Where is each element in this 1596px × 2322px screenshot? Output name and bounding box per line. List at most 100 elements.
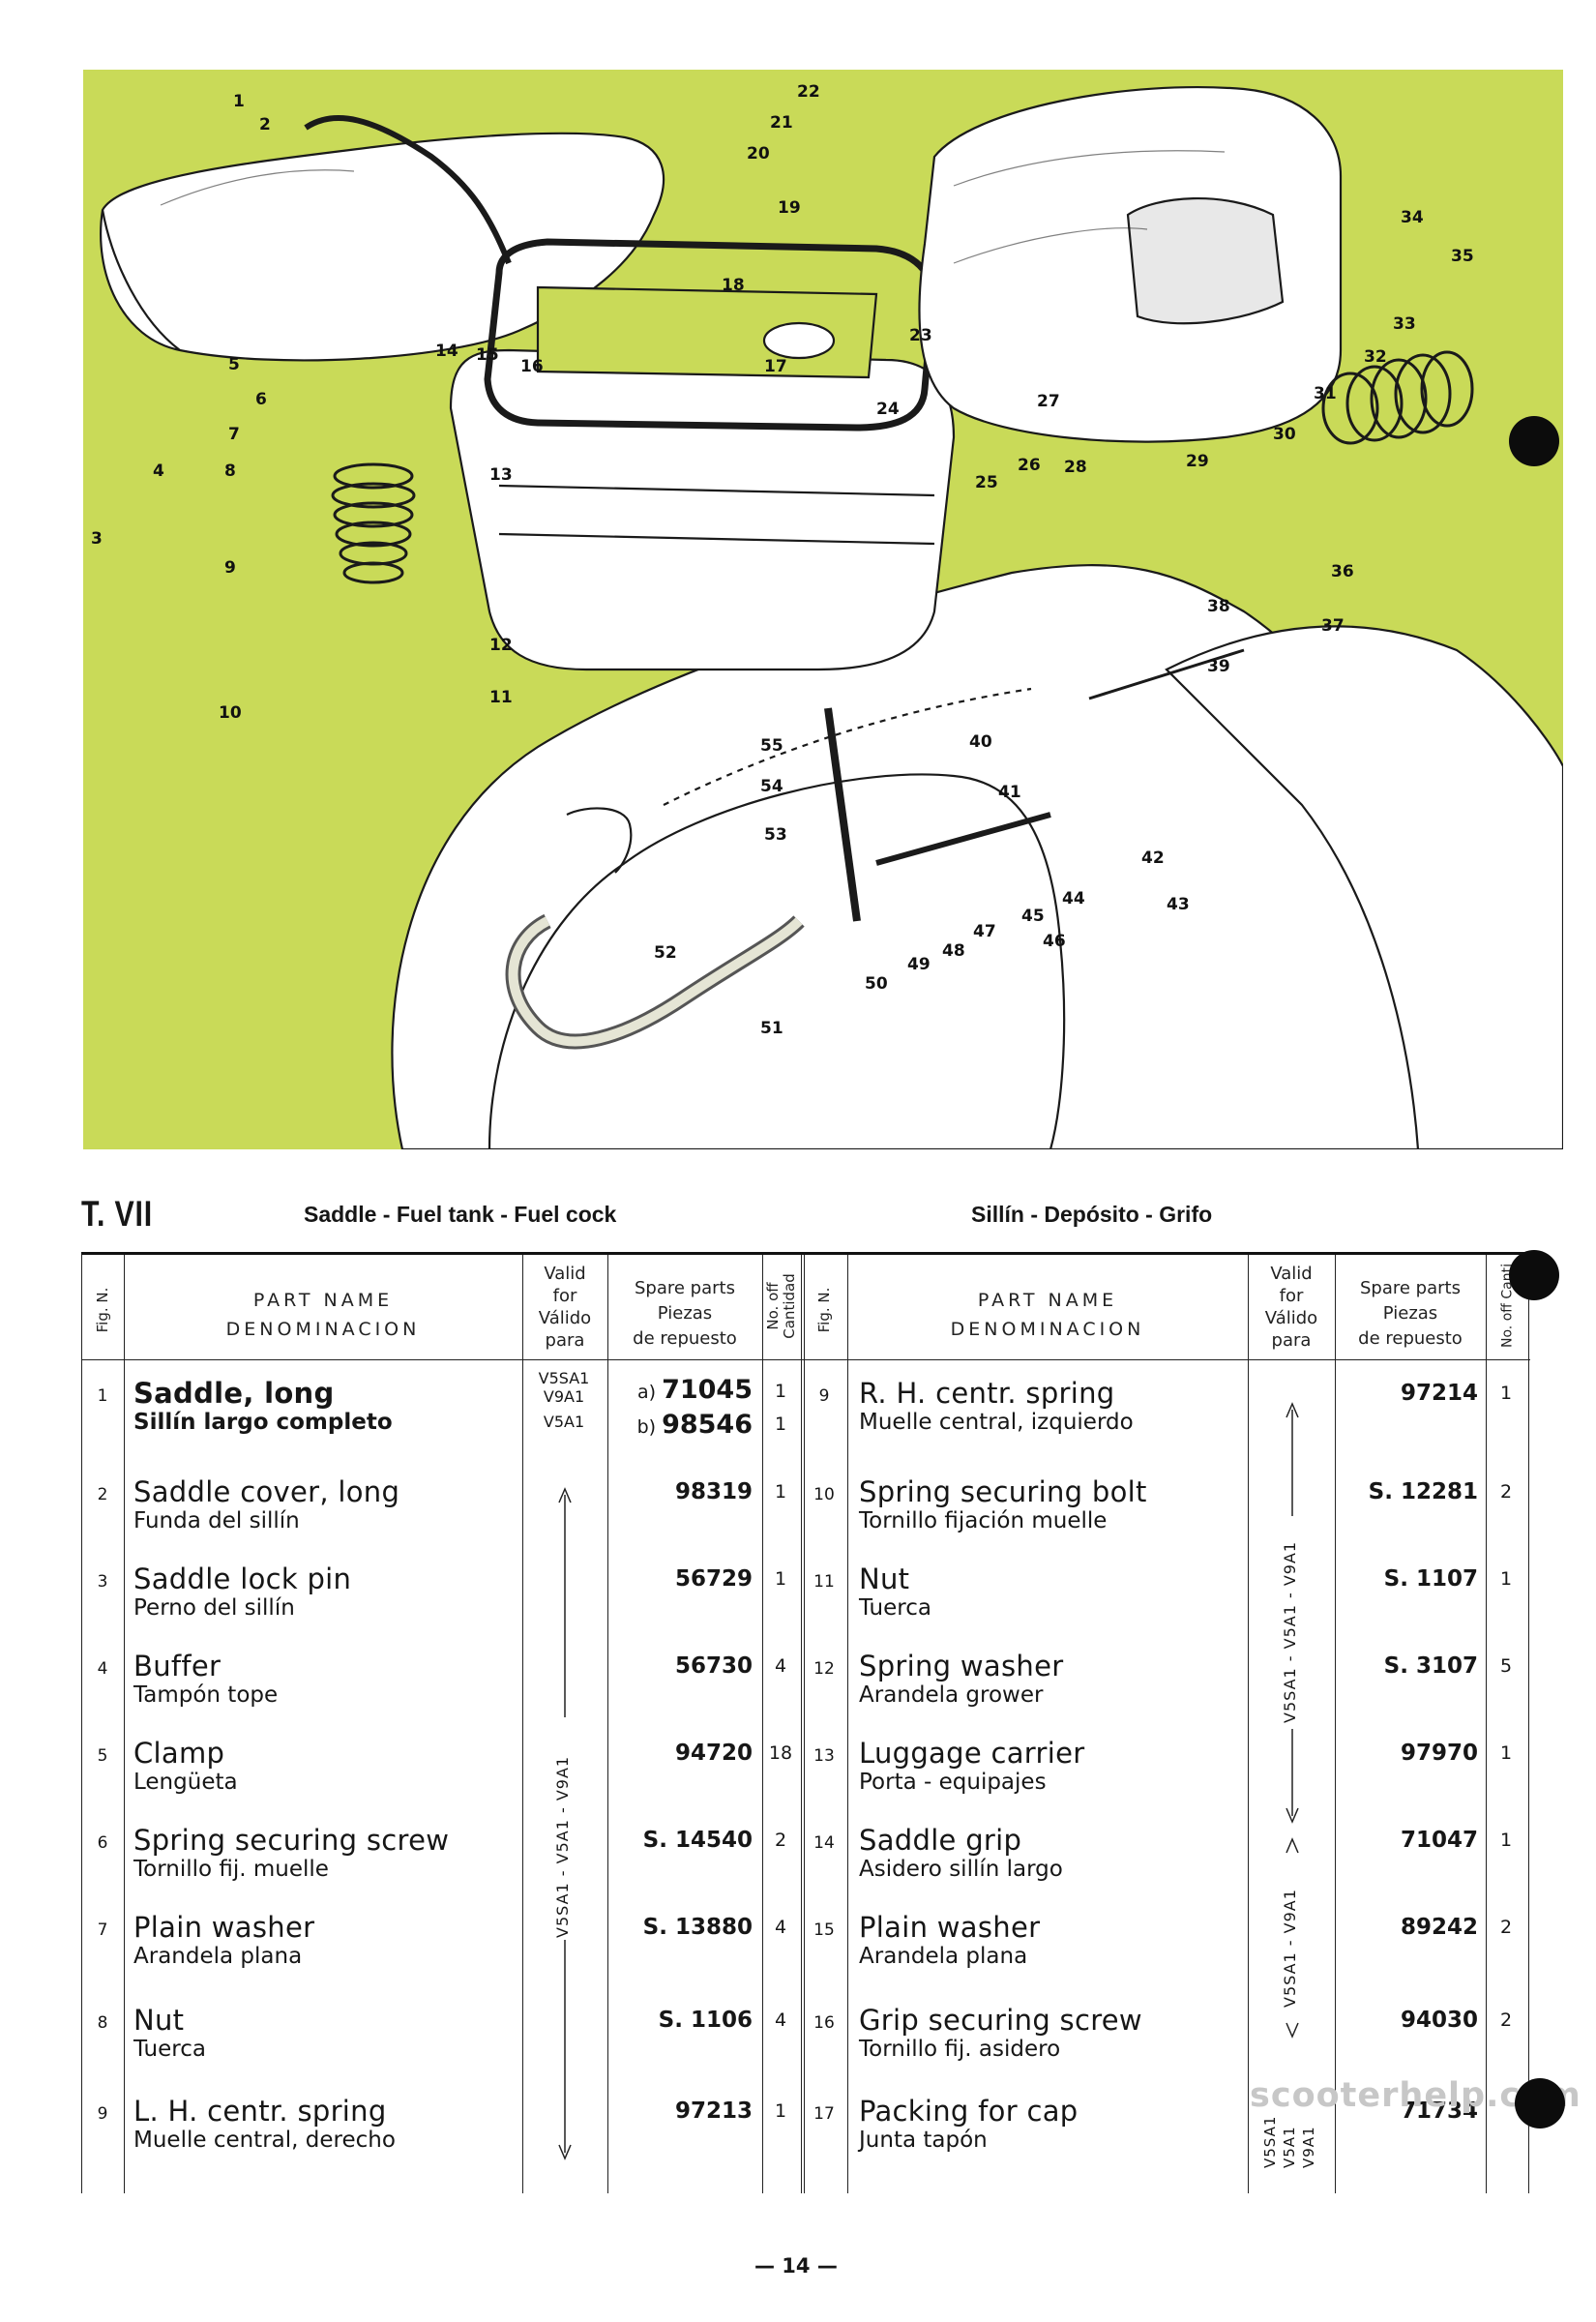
callout-28: 28 bbox=[1064, 458, 1087, 477]
quantity: 1 bbox=[774, 1481, 787, 1503]
callout-35: 35 bbox=[1451, 247, 1474, 266]
header-spare-line: de repuesto bbox=[633, 1328, 737, 1349]
quantity: 1 bbox=[1499, 1742, 1513, 1764]
callout-43: 43 bbox=[1167, 895, 1190, 914]
callout-11: 11 bbox=[489, 688, 513, 707]
quantity: 1 bbox=[1499, 1568, 1513, 1590]
header-spare-line: Piezas bbox=[1382, 1303, 1438, 1324]
part-name-english: Nut bbox=[859, 1563, 910, 1595]
spare-part-number: 97970 bbox=[1400, 1741, 1478, 1766]
callout-37: 37 bbox=[1321, 616, 1345, 636]
part-name-english: Luggage carrier bbox=[859, 1737, 1085, 1770]
callout-55: 55 bbox=[760, 736, 783, 756]
part-name-english: Plain washer bbox=[859, 1911, 1041, 1944]
figure-number: 15 bbox=[813, 1920, 835, 1940]
callout-26: 26 bbox=[1018, 456, 1041, 475]
part-number-value: 98546 bbox=[662, 1410, 753, 1440]
header-spare-line: Spare parts bbox=[635, 1278, 735, 1298]
callout-14: 14 bbox=[435, 342, 458, 361]
callout-7: 7 bbox=[228, 425, 240, 444]
callout-51: 51 bbox=[760, 1019, 783, 1038]
part-name-english: L. H. centr. spring bbox=[133, 2095, 387, 2128]
quantity: 4 bbox=[774, 1917, 787, 1938]
column-divider bbox=[607, 1255, 608, 2193]
callout-25: 25 bbox=[975, 473, 998, 492]
callout-36: 36 bbox=[1331, 562, 1354, 581]
quantity: 18 bbox=[768, 1742, 793, 1764]
part-name-spanish: Junta tapón bbox=[859, 2128, 988, 2153]
spare-part-number: 97214 bbox=[1400, 1381, 1478, 1406]
part-name-spanish: Sillín largo completo bbox=[133, 1410, 393, 1435]
quantity: 4 bbox=[774, 2009, 787, 2031]
validity-text-right-2: V5SA1 - V9A1 bbox=[1281, 1889, 1299, 2008]
spare-part-number: 56730 bbox=[674, 1653, 753, 1679]
part-name-spanish: Asidero sillín largo bbox=[859, 1857, 1063, 1882]
callout-21: 21 bbox=[770, 113, 793, 133]
variant-prefix: b) bbox=[636, 1416, 657, 1438]
part-name-english: Plain washer bbox=[133, 1911, 315, 1944]
header-part-name-right: PART NAME bbox=[977, 1290, 1118, 1311]
callout-4: 4 bbox=[153, 461, 164, 481]
part-name-spanish: Porta - equipajes bbox=[859, 1770, 1047, 1795]
spare-part-number: a)71045 bbox=[607, 1375, 753, 1405]
part-name-english: R. H. centr. spring bbox=[859, 1377, 1115, 1410]
header-part-name: PART NAME bbox=[252, 1290, 394, 1311]
quantity: 1 bbox=[774, 1414, 787, 1435]
spare-part-number: 56729 bbox=[674, 1566, 753, 1592]
quantity: 1 bbox=[774, 2100, 787, 2122]
column-divider bbox=[124, 1255, 125, 2193]
header-underline bbox=[81, 1359, 1530, 1360]
part-name-spanish: Tampón tope bbox=[133, 1682, 279, 1708]
header-valid-line: Válido bbox=[538, 1308, 592, 1328]
callout-27: 27 bbox=[1037, 392, 1060, 411]
callout-50: 50 bbox=[865, 974, 888, 994]
quantity: 1 bbox=[1499, 1383, 1513, 1404]
callout-20: 20 bbox=[747, 144, 770, 164]
part-name-english: Saddle grip bbox=[859, 1824, 1022, 1857]
part-name-spanish: Muelle central, izquierdo bbox=[859, 1410, 1134, 1435]
validity-arrow-left bbox=[558, 1487, 572, 2160]
table-border-left bbox=[81, 1255, 82, 2193]
table-border-right bbox=[1528, 1255, 1529, 2193]
part-name-english: Spring securing bolt bbox=[859, 1475, 1147, 1508]
callout-40: 40 bbox=[969, 732, 992, 752]
callout-30: 30 bbox=[1273, 425, 1296, 444]
callout-8: 8 bbox=[224, 461, 236, 481]
callout-47: 47 bbox=[973, 922, 996, 941]
header-qty: No. off Cantidad bbox=[764, 1258, 798, 1354]
header-valid-line: Valid bbox=[544, 1264, 586, 1284]
validity-text-left: V5SA1 - V5A1 - V9A1 bbox=[553, 1755, 572, 1938]
spare-part-number: 94720 bbox=[674, 1741, 753, 1766]
callout-45: 45 bbox=[1021, 907, 1045, 926]
callout-5: 5 bbox=[228, 355, 240, 374]
saddle-long-drawing bbox=[100, 115, 665, 362]
callout-16: 16 bbox=[520, 357, 544, 376]
figure-number: 1 bbox=[97, 1386, 108, 1406]
callout-19: 19 bbox=[778, 198, 801, 218]
callout-15: 15 bbox=[476, 345, 499, 365]
section-title-english: Saddle - Fuel tank - Fuel cock bbox=[304, 1202, 617, 1227]
validity-arrow-right-2 bbox=[1286, 1837, 1299, 2039]
validity-arrow-right-1 bbox=[1286, 1402, 1299, 1824]
part-name-english: Saddle cover, long bbox=[133, 1475, 400, 1508]
callout-29: 29 bbox=[1186, 452, 1209, 471]
punch-hole-mark bbox=[1509, 1250, 1559, 1300]
exploded-parts-diagram: 1 2 3 4 5 6 7 8 9 10 11 12 13 14 15 16 1… bbox=[83, 70, 1563, 1149]
header-spare-line: de repuesto bbox=[1358, 1328, 1463, 1349]
callout-2: 2 bbox=[259, 115, 271, 134]
header-spare-parts: Spare parts Piezas de repuesto bbox=[607, 1276, 762, 1352]
figure-number: 3 bbox=[97, 1572, 108, 1592]
header-valid-line: for bbox=[1279, 1286, 1304, 1306]
part-name-english: Packing for cap bbox=[859, 2095, 1079, 2128]
page-number: — 14 — bbox=[754, 2254, 838, 2277]
part-name-english: Saddle lock pin bbox=[133, 1563, 352, 1595]
callout-54: 54 bbox=[760, 777, 783, 796]
quantity: 2 bbox=[774, 1830, 787, 1851]
validity-text-right-1: V5SA1 - V5A1 - V9A1 bbox=[1281, 1540, 1299, 1723]
spare-part-number: S. 1107 bbox=[1383, 1566, 1478, 1592]
header-valid-line: para bbox=[1271, 1330, 1312, 1351]
header-spare-line: Piezas bbox=[657, 1303, 713, 1324]
punch-hole-mark bbox=[1509, 416, 1559, 466]
quantity: 2 bbox=[1499, 1481, 1513, 1503]
callout-1: 1 bbox=[233, 92, 245, 111]
